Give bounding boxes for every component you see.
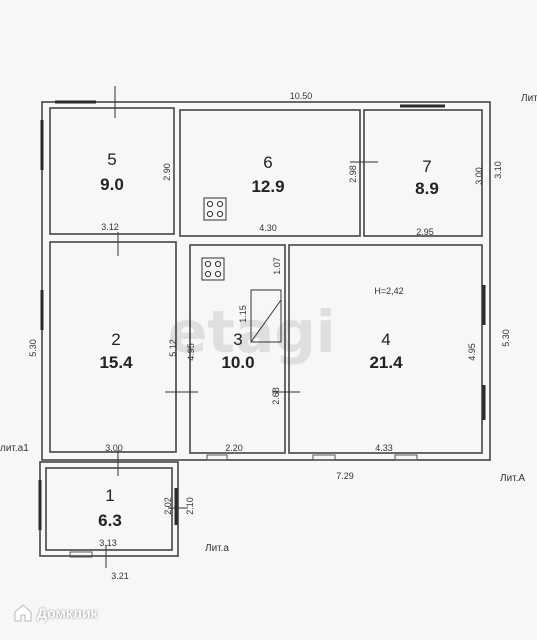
room-1-number: 1 [105, 486, 114, 505]
dim-4-33: 4.33 [375, 443, 393, 453]
dim-2-68: 2.68 [271, 387, 281, 405]
dim-2-20: 2.20 [225, 443, 243, 453]
dim-3-12: 3.12 [101, 222, 119, 232]
dim-3-00-bottom: 3.00 [105, 443, 123, 453]
room-2-area: 15.4 [99, 353, 133, 372]
room-5-area: 9.0 [100, 175, 124, 194]
brand-logo: Домклик [14, 604, 98, 622]
dim-5-12: 5.12 [168, 339, 178, 357]
room-2-number: 2 [111, 330, 120, 349]
dim-2-10: 2.10 [185, 497, 195, 515]
dim-5-30-left: 5.30 [28, 339, 38, 357]
ceiling-height: H=2,42 [374, 286, 403, 296]
room-7-number: 7 [422, 157, 431, 176]
room-1-area: 6.3 [98, 511, 122, 530]
dim-4-30: 4.30 [259, 223, 277, 233]
room-4-area: 21.4 [369, 353, 403, 372]
dim-7-29: 7.29 [336, 471, 354, 481]
dim-1-07: 1.07 [272, 257, 282, 275]
dim-3-00: 3.00 [474, 167, 484, 185]
dim-2-90: 2.90 [162, 163, 172, 181]
dim-3-13: 3.13 [99, 538, 117, 548]
dim-top-total: 10.50 [290, 91, 313, 101]
stove-icon [203, 197, 227, 221]
room-4-number: 4 [381, 330, 390, 349]
window-marks [38, 100, 486, 530]
room-6-area: 12.9 [251, 177, 284, 196]
stove-icon [201, 257, 225, 281]
window-frames [69, 454, 418, 558]
dim-4-95-right: 4.95 [467, 343, 477, 361]
dim-2-02: 2.02 [163, 497, 173, 515]
brand-name: Домклик [37, 605, 98, 621]
lit-top-label: Лит [521, 93, 537, 104]
room-7-area: 8.9 [415, 179, 439, 198]
watermark: etagi [168, 298, 336, 366]
walls [39, 101, 491, 557]
stairs [250, 289, 282, 343]
dim-3-10: 3.10 [493, 161, 503, 179]
dim-2-95: 2.95 [416, 227, 434, 237]
dim-4-95-left: 4.95 [186, 343, 196, 361]
lit-a1-label: лит.а1 [0, 443, 29, 454]
lit-a-label: Лит.а [205, 543, 229, 554]
dim-1-15: 1.15 [238, 305, 248, 323]
room-5-number: 5 [107, 150, 116, 169]
tick-marks [105, 86, 378, 568]
dim-2-98: 2.98 [348, 165, 358, 183]
lit-A-label: Лит.А [500, 473, 525, 484]
room-3-number: 3 [233, 330, 242, 349]
dim-3-21: 3.21 [111, 571, 129, 581]
room-3-area: 10.0 [221, 353, 254, 372]
room-6-number: 6 [263, 153, 272, 172]
house-logo-icon [14, 604, 32, 622]
dim-5-30-right: 5.30 [501, 329, 511, 347]
